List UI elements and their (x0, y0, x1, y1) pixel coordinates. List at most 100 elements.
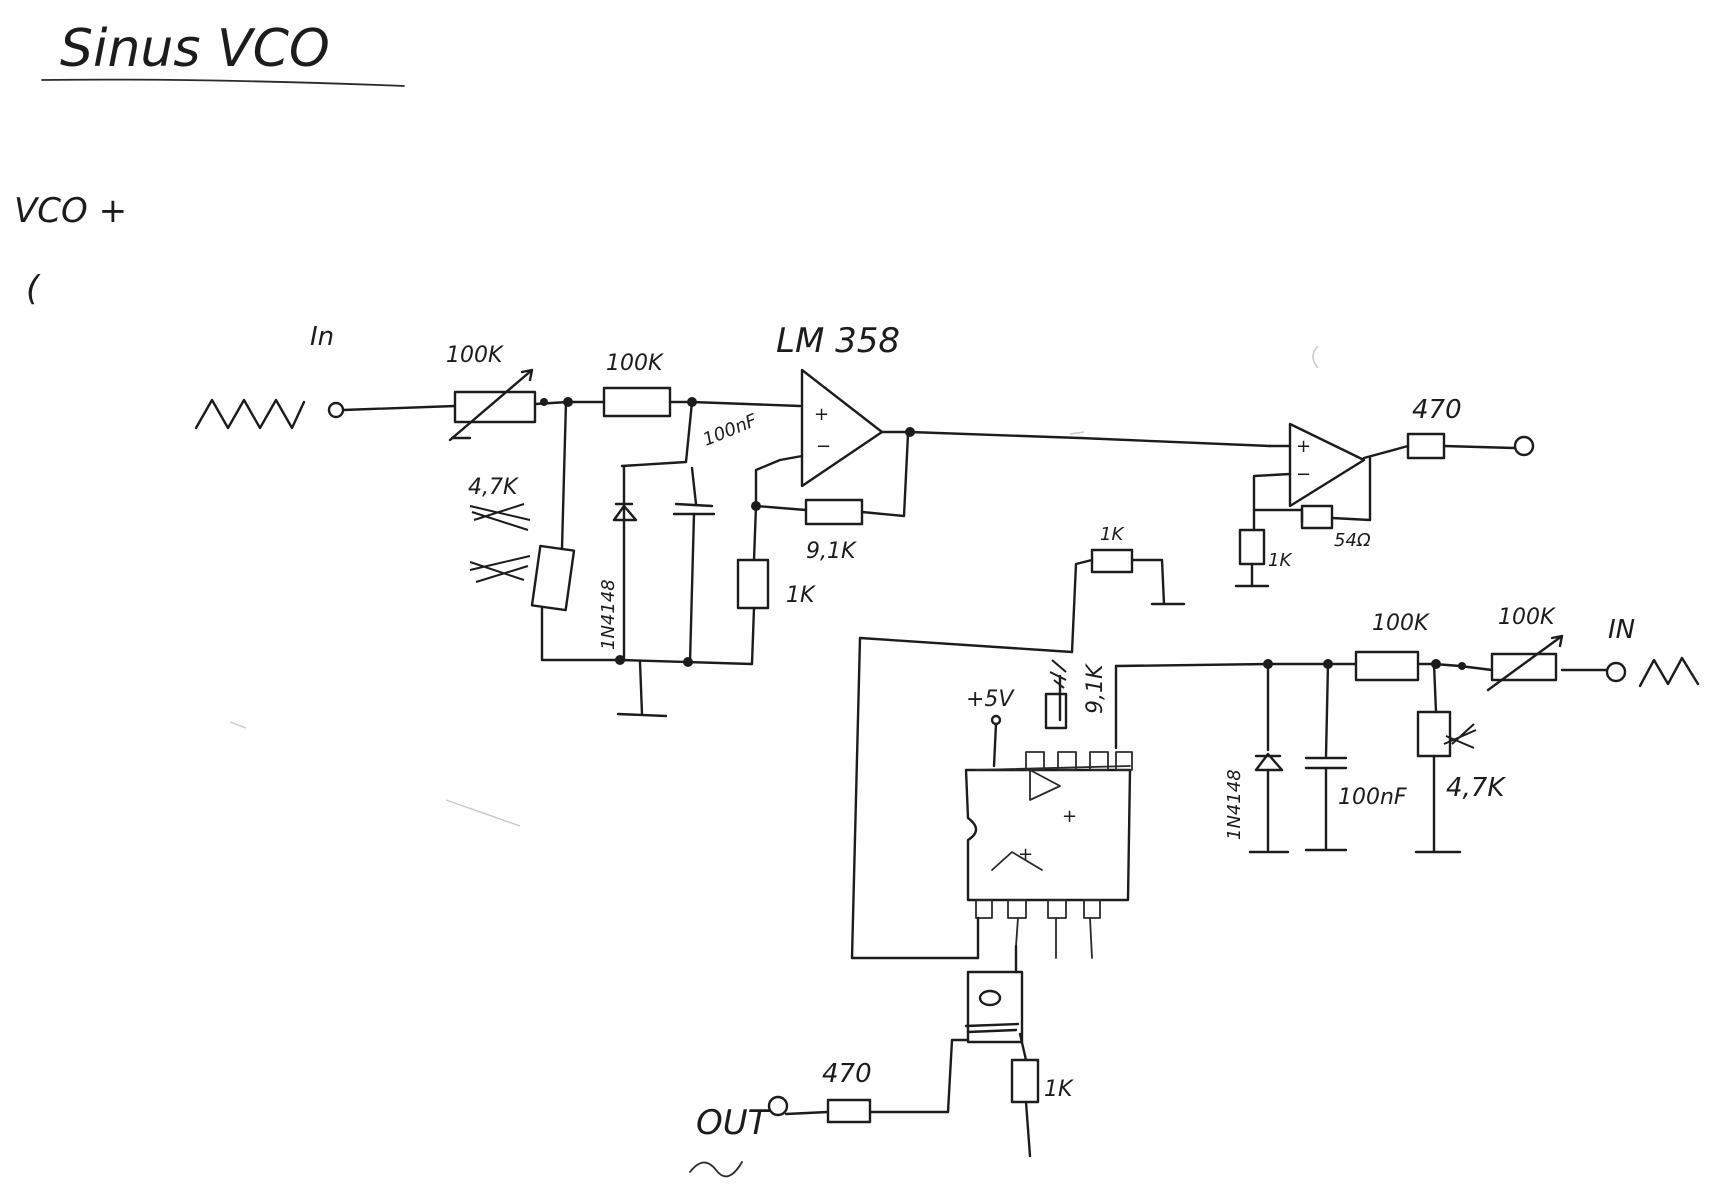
upper-scratched-value (469, 503, 531, 583)
upper-input-triangle-wave (194, 398, 306, 430)
upper-feedback-resistor (804, 498, 864, 526)
lower-out-wire-2 (784, 1110, 830, 1116)
upper-buffer-plus: + (1296, 436, 1311, 457)
upper-buffer-ground-label: 1K (1268, 550, 1292, 571)
upper-series-resistor (602, 386, 672, 418)
upper-feedback-wire-out (860, 432, 910, 518)
upper-capacitor (672, 502, 716, 516)
upper-buffer-feedback-label: 54Ω (1334, 530, 1371, 551)
lower-input-label: IN (1608, 615, 1635, 645)
upper-ground-symbol (616, 660, 668, 718)
lower-cap-top-wire (1324, 662, 1330, 758)
upper-minus-wire (754, 454, 804, 508)
upper-cap-bottom-wire (688, 512, 696, 664)
upper-cap-top-wire (690, 466, 698, 506)
upper-opamp-minus: − (816, 436, 831, 457)
upper-junction-node (683, 657, 693, 667)
lower-pot-label: 100K (1498, 605, 1556, 630)
lower-ic-pin (1057, 751, 1077, 771)
upper-buffer-triangle (1288, 422, 1366, 508)
faint-scribble (445, 799, 521, 827)
upper-opamp-triangle (800, 368, 884, 488)
lower-emitter-ground (1024, 1100, 1032, 1158)
upper-diode-top-wire (620, 400, 694, 468)
upper-out-wire (1362, 444, 1410, 460)
lower-scratch-mark (1049, 659, 1067, 689)
lower-ic-pin-leads (1015, 917, 1093, 959)
upper-junction-node (540, 398, 548, 406)
lower-ic-pin (1083, 899, 1101, 919)
upper-buffer-feedback-resistor (1300, 504, 1334, 530)
lower-ic-body (964, 768, 1132, 902)
lower-ic-plus-a: + (1062, 806, 1077, 827)
lower-ic-opamp-a (1029, 769, 1061, 801)
lower-ic-pin (1025, 751, 1045, 771)
lower-transistor-hole (978, 989, 1002, 1007)
lower-feedback-loop (850, 636, 1074, 960)
lower-main-wire (1114, 662, 1358, 668)
lower-cap-label: 100nF (1338, 785, 1407, 810)
upper-buffer-minus: − (1296, 464, 1311, 485)
lower-output-label: OUT (696, 1103, 771, 1143)
upper-ground-resistor (736, 558, 770, 610)
lower-emitter-wire (1018, 1032, 1028, 1062)
lower-top-resistor (1090, 548, 1134, 574)
lower-shunt-wire (1432, 662, 1438, 714)
lower-ic-top-edge (975, 765, 1131, 771)
lower-transistor-body (966, 970, 1024, 1044)
upper-input-terminal (327, 401, 345, 419)
upper-feedback-label: 9,1K (806, 539, 857, 564)
lower-diode-label: 1N4148 (1224, 769, 1245, 840)
note-line-2: ( (26, 269, 41, 309)
lower-supply-label: +5V (966, 687, 1015, 712)
lower-input-terminal (1605, 661, 1627, 683)
upper-main-wire (908, 430, 1272, 448)
upper-pot-arrow (448, 368, 534, 442)
lower-shunt-ground (1414, 754, 1462, 854)
upper-faint-mark (1312, 345, 1319, 369)
lower-cap-ground (1304, 766, 1348, 852)
upper-series-label: 100K (606, 351, 664, 376)
lower-ic-pin (975, 899, 993, 919)
upper-shunt-label: 4,7K (468, 475, 519, 500)
lower-pot-body (1490, 652, 1558, 682)
upper-opamp-label: LM 358 (776, 321, 900, 361)
note-line-1: VCO + (14, 191, 127, 231)
lower-series-label: 100K (1372, 611, 1430, 636)
upper-out-resistor (1406, 432, 1446, 460)
upper-shunt-ground-wire (540, 606, 622, 662)
upper-buffer-fb-wire-out (1330, 456, 1372, 522)
lower-out-label: 470 (822, 1059, 872, 1089)
lower-shunt-label: 4,7K (1446, 773, 1506, 803)
upper-buffer-ground (1234, 562, 1270, 588)
lower-ic-pin (1047, 899, 1067, 919)
upper-ground-res-wire-bottom (750, 606, 756, 666)
upper-shunt-resistor (530, 544, 576, 612)
lower-input-triangle-wave (1638, 656, 1700, 688)
title-underline (41, 78, 405, 87)
upper-input-wire (341, 404, 457, 412)
lower-top-res-ground (1130, 558, 1186, 606)
lower-top-res-wire (1070, 558, 1094, 654)
upper-feedback-wire-in (754, 504, 808, 512)
upper-diode-label: 1N4148 (598, 579, 619, 650)
lower-ic-pin (1115, 751, 1133, 771)
lower-shunt-resistor (1416, 710, 1452, 758)
upper-input-label: In (310, 322, 334, 352)
upper-faint-mark (1069, 431, 1085, 435)
upper-junction-node (615, 655, 625, 665)
upper-out-wire-2 (1442, 444, 1516, 450)
lower-output-wave (689, 1161, 743, 1178)
upper-output-terminal (1513, 435, 1535, 457)
lower-ic-plus-b: + (1018, 844, 1033, 865)
upper-buffer-minus-wire (1252, 472, 1292, 532)
lower-feedback-resistor (1044, 692, 1068, 730)
lower-junction-node (1458, 662, 1466, 670)
upper-ground-res-label: 1K (786, 583, 816, 608)
lower-ic-pin (1089, 751, 1109, 771)
lower-capacitor (1304, 756, 1348, 770)
lower-pot-arrow (1486, 634, 1564, 692)
lower-series-resistor (1354, 650, 1420, 682)
